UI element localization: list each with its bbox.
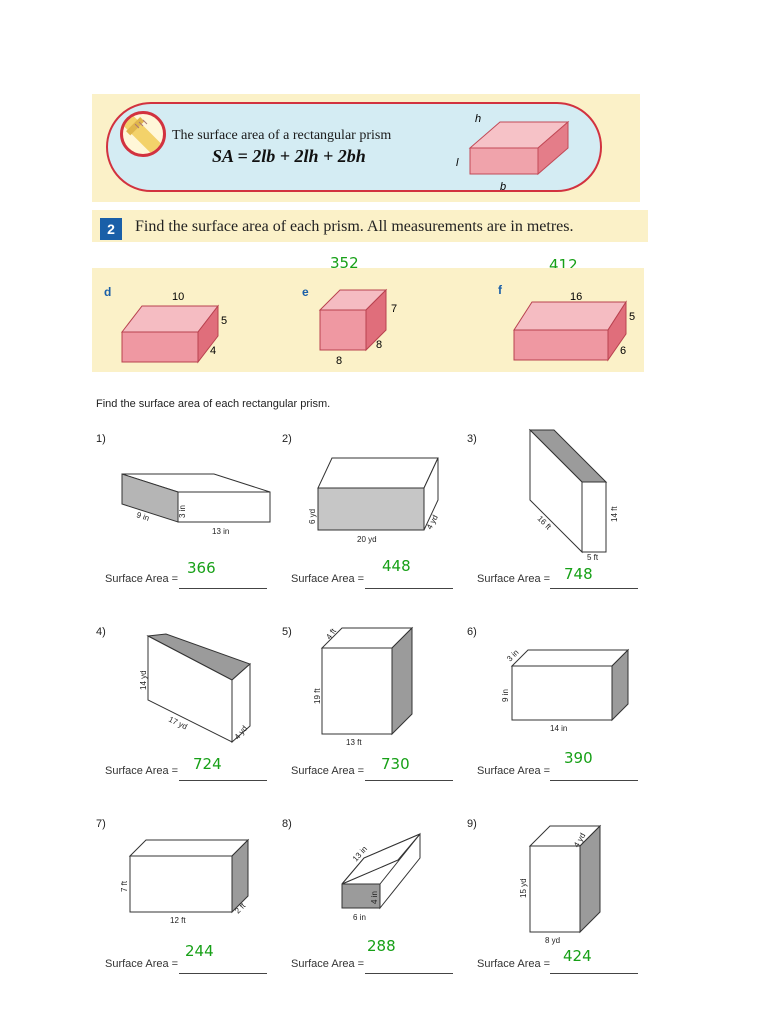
dim-1-depth: 9 in (135, 510, 150, 523)
problem-1-number: 1) (96, 433, 106, 445)
surface-area-label-2: Surface Area = (291, 573, 365, 585)
problem-9-number: 9) (467, 818, 477, 830)
prism-3: 16 ft 14 ft 5 ft (528, 428, 619, 562)
dim-5-height: 19 ft (313, 688, 322, 704)
dim-1-height: 3 in (178, 505, 187, 518)
prism-f: f 16 5 6 (498, 283, 635, 362)
problem-8-number: 8) (282, 818, 292, 830)
dim-3-width: 5 ft (587, 553, 599, 562)
ruler-icon (120, 111, 166, 157)
prism-8: 13 in 4 in 6 in (341, 832, 421, 922)
surface-area-label-7: Surface Area = (105, 958, 179, 970)
dim-6-height: 9 in (501, 689, 510, 702)
prism-6: 3 in 9 in 14 in (501, 648, 630, 733)
dim-e-depth: 8 (376, 339, 382, 351)
question-2-prisms: d 10 5 4 e 7 8 8 f 16 5 6 (92, 268, 644, 372)
answer-line-6 (550, 780, 638, 781)
dim-1-length: 13 in (212, 527, 229, 536)
answer-line-4 (179, 780, 267, 781)
question-2-prompt: Find the surface area of each prism. All… (135, 218, 574, 235)
question-number-badge: 2 (100, 218, 122, 240)
surface-area-label-8: Surface Area = (291, 958, 365, 970)
surface-area-label-1: Surface Area = (105, 573, 179, 585)
answer-7: 244 (185, 942, 214, 960)
dim-8-width: 6 in (353, 913, 366, 922)
formula-text: SA = 2lb + 2lh + 2bh (212, 146, 366, 166)
dim-2-height: 6 yd (308, 509, 317, 524)
prism-7: 7 ft 12 ft 2 ft (120, 838, 250, 925)
answer-8: 288 (367, 937, 396, 955)
dim-e-height: 7 (391, 303, 397, 315)
part-letter-d: d (104, 285, 111, 299)
dim-7-height: 7 ft (120, 880, 129, 892)
dim-e-width: 8 (336, 355, 342, 367)
dim-3-height: 14 ft (610, 506, 619, 522)
surface-area-label-9: Surface Area = (477, 958, 551, 970)
dim-8-height: 4 in (370, 891, 379, 904)
dim-5-length: 13 ft (346, 738, 362, 747)
prism-9: 4 yd 15 yd 8 yd (519, 824, 602, 945)
dim-2-length: 20 yd (357, 535, 377, 544)
answer-3: 748 (564, 565, 593, 583)
prism-d: d 10 5 4 (104, 285, 227, 364)
dim-f-height: 5 (629, 311, 635, 323)
worksheet-instructions: Find the surface area of each rectangula… (96, 398, 331, 410)
problem-2-number: 2) (282, 433, 292, 445)
surface-area-label-4: Surface Area = (105, 765, 179, 777)
label-l: l (456, 157, 459, 169)
answer-line-8 (365, 973, 453, 974)
answer-5: 730 (381, 755, 410, 773)
prism-2: 6 yd 20 yd 4 yd (308, 457, 440, 544)
question-2-header: 2 Find the surface area of each prism. A… (92, 210, 648, 242)
problem-4-number: 4) (96, 626, 106, 638)
prism-4: 14 yd 17 yd 4 yd (139, 633, 251, 744)
surface-area-label-6: Surface Area = (477, 765, 551, 777)
formula-prism-diagram: h l b (456, 113, 570, 193)
problem-3-number: 3) (467, 433, 477, 445)
dim-d-width: 4 (210, 345, 216, 357)
problem-6-number: 6) (467, 626, 477, 638)
label-h: h (475, 113, 481, 125)
dim-f-length: 16 (570, 291, 582, 303)
dim-7-length: 12 ft (170, 916, 186, 925)
answer-2: 448 (382, 557, 411, 575)
dim-f-width: 6 (620, 345, 626, 357)
prism-e: e 7 8 8 (302, 285, 397, 367)
label-b: b (500, 181, 506, 193)
problem-5-number: 5) (282, 626, 292, 638)
answer-line-9 (550, 973, 638, 974)
formula-pill: The surface area of a rectangular prism … (106, 102, 602, 193)
answer-line-5 (365, 780, 453, 781)
answer-e: 352 (330, 254, 359, 272)
surface-area-label-3: Surface Area = (477, 573, 551, 585)
dim-6-length: 14 in (550, 724, 567, 733)
prism-1: 3 in 9 in 13 in (121, 473, 271, 536)
answer-4: 724 (193, 755, 222, 773)
dim-9-width: 8 yd (545, 936, 560, 945)
answer-line-1 (179, 588, 267, 589)
surface-area-label-5: Surface Area = (291, 765, 365, 777)
part-letter-f: f (498, 283, 503, 297)
answer-line-2 (365, 588, 453, 589)
formula-title: The surface area of a rectangular prism (172, 128, 392, 143)
answer-line-7 (179, 973, 267, 974)
answer-9: 424 (563, 947, 592, 965)
dim-d-length: 10 (172, 291, 184, 303)
dim-d-height: 5 (221, 315, 227, 327)
answer-6: 390 (564, 749, 593, 767)
answer-1: 366 (187, 559, 216, 577)
dim-9-height: 15 yd (519, 878, 528, 898)
dim-4-height: 14 yd (139, 670, 148, 690)
prism-5: 4 ft 19 ft 13 ft (313, 626, 414, 747)
answer-line-3 (550, 588, 638, 589)
problem-7-number: 7) (96, 818, 106, 830)
formula-banner: The surface area of a rectangular prism … (92, 94, 640, 202)
part-letter-e: e (302, 285, 309, 299)
